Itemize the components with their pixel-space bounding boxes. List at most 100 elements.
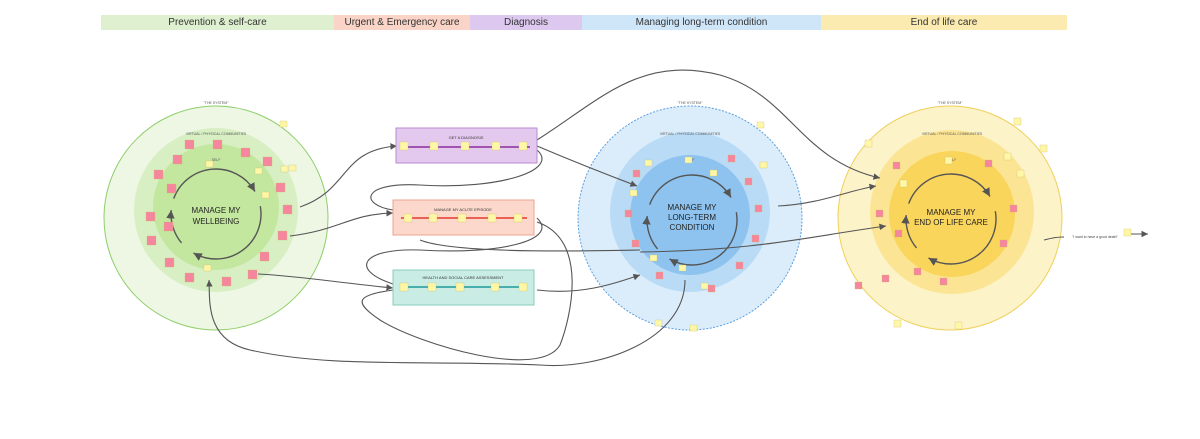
circle-title: END OF LIFE CARE <box>914 218 988 227</box>
yellow-sticky-note <box>954 321 963 330</box>
circle-title: MANAGE MY <box>927 208 977 217</box>
pink-sticky-note <box>172 154 183 165</box>
pink-sticky-note <box>275 182 286 193</box>
pink-sticky-note <box>751 234 760 243</box>
yellow-sticky-note <box>399 282 409 292</box>
pink-sticky-note <box>875 209 884 218</box>
pink-sticky-note <box>164 257 175 268</box>
connector-diagnosis-to-longterm <box>536 145 638 187</box>
yellow-sticky-note <box>280 165 289 173</box>
yellow-sticky-note <box>487 213 497 223</box>
yellow-sticky-note <box>518 141 528 151</box>
pink-sticky-note <box>145 211 156 222</box>
yellow-sticky-note <box>756 121 765 129</box>
community-label: VIRTUAL / PHYSICAL COMMUNITIES <box>660 132 721 136</box>
pink-sticky-note <box>212 139 223 150</box>
yellow-sticky-note <box>455 282 465 292</box>
pink-sticky-note <box>277 230 288 241</box>
pink-sticky-note <box>735 261 744 270</box>
yellow-sticky-note <box>1039 144 1048 153</box>
yellow-sticky-note <box>203 264 212 272</box>
connector-end-to-note <box>1043 236 1065 241</box>
pink-sticky-note <box>262 156 273 167</box>
yellow-sticky-note <box>513 213 523 223</box>
inner-ring <box>153 144 279 270</box>
yellow-sticky-note <box>644 159 653 167</box>
connector-longterm-to-end-lower <box>639 223 887 253</box>
phase-label: End of life care <box>910 17 978 28</box>
yellow-sticky-note <box>205 160 214 168</box>
yellow-sticky-note <box>490 282 500 292</box>
yellow-sticky-note <box>491 141 501 151</box>
phase-urgent: Urgent & Emergency care <box>334 15 470 30</box>
connector-acute-to-longterm <box>419 239 641 252</box>
pink-sticky-note <box>166 183 177 194</box>
pink-sticky-note <box>240 147 251 158</box>
community-label: VIRTUAL / PHYSICAL COMMUNITIES <box>186 132 247 136</box>
pink-sticky-note <box>939 277 948 286</box>
phase-label: Managing long-term condition <box>635 17 768 28</box>
yellow-sticky-note <box>629 189 638 197</box>
connector-wellbeing-to-assessment <box>257 273 394 291</box>
phase-end-of-life: End of life care <box>821 15 1067 30</box>
yellow-sticky-note <box>700 282 709 290</box>
phase-label: Diagnosis <box>504 17 548 28</box>
yellow-sticky-note <box>899 179 908 188</box>
phase-long-term: Managing long-term condition <box>582 15 821 30</box>
circle-title: CONDITION <box>670 223 715 232</box>
yellow-sticky-note <box>460 141 470 151</box>
pink-sticky-note <box>892 161 901 170</box>
pink-sticky-note <box>247 269 258 280</box>
wellbeing-circle: "THE SYSTEM" VIRTUAL / PHYSICAL COMMUNIT… <box>103 101 329 331</box>
long-term-circle: "THE SYSTEM" VIRTUAL / PHYSICAL COMMUNIT… <box>577 101 803 331</box>
pink-sticky-note <box>184 272 195 283</box>
system-label: "THE SYSTEM" <box>678 101 704 105</box>
yellow-sticky-note <box>759 161 768 169</box>
cycle-arrow <box>669 212 738 267</box>
pink-sticky-note <box>655 271 664 280</box>
yellow-sticky-note <box>279 120 288 128</box>
pink-sticky-note <box>163 221 174 232</box>
yellow-sticky-note <box>399 141 409 151</box>
circle-title: MANAGE MY <box>668 203 718 212</box>
phase-label: Urgent & Emergency care <box>344 17 460 28</box>
connector-assessment-back-wellbeing <box>206 279 686 367</box>
pink-sticky-note <box>282 204 293 215</box>
connector-wellbeing-to-acute <box>289 209 394 237</box>
connector-diagnosis-loop <box>370 149 543 211</box>
yellow-sticky-note <box>254 167 263 175</box>
yellow-sticky-note <box>429 141 439 151</box>
connector-acute-to-end-lower <box>361 221 573 361</box>
yellow-sticky-note <box>261 191 270 199</box>
pink-sticky-note <box>913 267 922 276</box>
pink-sticky-note <box>1009 204 1018 213</box>
cycle-arrow <box>193 206 262 261</box>
yellow-sticky-note <box>684 156 693 164</box>
cycle-arrow <box>928 211 997 266</box>
yellow-sticky-note <box>654 319 663 327</box>
pink-sticky-note <box>984 159 993 168</box>
pink-sticky-note <box>259 251 270 262</box>
circle-title: WELLBEING <box>193 217 240 226</box>
yellow-sticky-note <box>1003 152 1012 161</box>
connector-assessment-to-longterm <box>536 273 641 292</box>
pink-sticky-note <box>632 169 641 178</box>
yellow-sticky-note <box>678 264 687 272</box>
pink-sticky-note <box>624 209 633 218</box>
pink-sticky-note <box>744 177 753 186</box>
yellow-sticky-note <box>518 282 528 292</box>
cycle-arrow <box>901 215 918 249</box>
pink-sticky-note <box>894 229 903 238</box>
end-of-life-circle: "THE SYSTEM" VIRTUAL / PHYSICAL COMMUNIT… <box>837 101 1063 331</box>
phase-prevention: Prevention & self-care <box>101 15 334 30</box>
cycle-arrow <box>166 210 183 244</box>
end-note-text: "I want to have a good death" <box>1072 235 1118 239</box>
yellow-sticky-note <box>1016 169 1025 178</box>
system-label: "THE SYSTEM" <box>938 101 964 105</box>
yellow-sticky-note <box>944 156 953 165</box>
connector-longterm-to-end <box>777 183 877 207</box>
pink-sticky-note <box>854 281 863 290</box>
pink-sticky-note <box>153 169 164 180</box>
connector-acute-loop <box>366 217 543 285</box>
